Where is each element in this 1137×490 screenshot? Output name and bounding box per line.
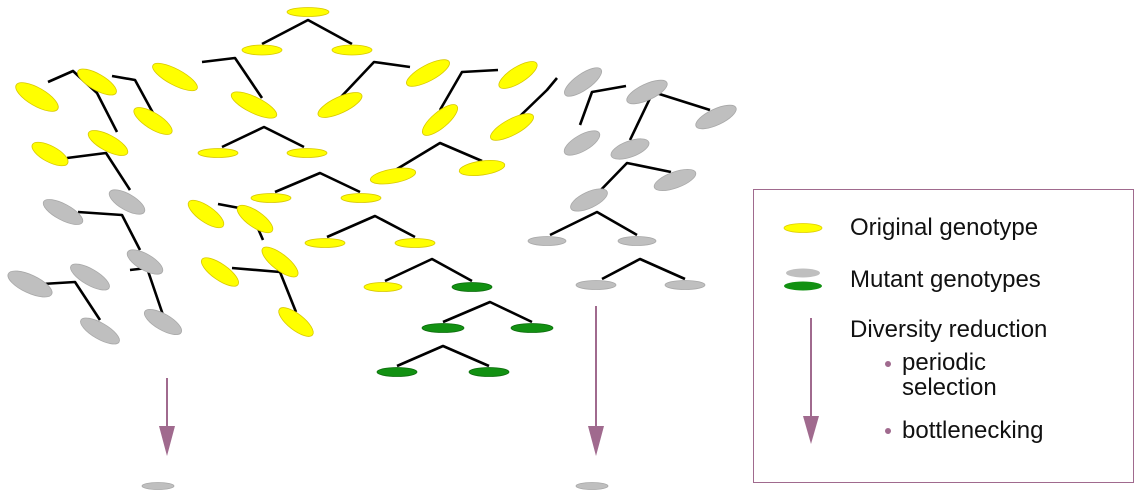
green-mutant-cell <box>510 323 554 333</box>
original-genotype-cell <box>201 257 239 287</box>
grey-mutant-cell <box>108 189 146 215</box>
grey-mutant-cell <box>653 168 697 192</box>
original-genotype-cell <box>197 148 239 158</box>
legend-mutant-label: Mutant genotypes <box>850 266 1041 293</box>
green-mutant-cell <box>421 323 465 333</box>
bullet-icon <box>885 428 891 434</box>
original-genotype-cell <box>261 246 299 278</box>
grey-mutant-cell <box>42 199 84 225</box>
original-genotype-cell <box>331 44 373 56</box>
original-genotype-cell <box>421 104 459 136</box>
original-genotype-cell <box>286 148 328 158</box>
original-genotype-cell <box>230 91 278 119</box>
grey-mutant-cell <box>610 138 650 160</box>
original-genotype-cell <box>286 7 330 17</box>
lineage-branch <box>129 266 165 316</box>
original-genotype-cell <box>31 141 69 167</box>
original-genotype-cell <box>458 159 506 177</box>
lineage-branch <box>396 141 483 171</box>
original-genotype-cell <box>77 68 117 96</box>
grey-mutant-cell <box>80 317 120 345</box>
grey-mutant-cell <box>70 263 110 291</box>
original-genotype-cell <box>304 238 346 248</box>
original-genotype-cell <box>241 44 283 56</box>
grey-mutant-cell <box>575 280 617 290</box>
grey-mutant-cell <box>664 280 706 290</box>
lineage-branch <box>517 77 558 119</box>
mechanism-periodic-selection: periodic selection <box>902 349 997 401</box>
yellow-cell-icon <box>783 223 823 233</box>
original-genotype-cell <box>317 92 363 118</box>
legend-box: Original genotype Mutant genotypes Diver… <box>753 189 1134 483</box>
lineage-branch <box>339 60 411 99</box>
lineage-branch <box>221 125 305 149</box>
lineage-branch <box>77 210 142 251</box>
mutant-cells-icon <box>784 268 822 291</box>
grey-mutant-cell <box>527 236 567 246</box>
grey-mutant-cell <box>564 67 602 97</box>
diversity-reduction-arrow <box>588 306 604 456</box>
grey-mutant-cell <box>626 79 668 105</box>
green-mutant-cell <box>376 367 418 377</box>
legend-item-original: Original genotype <box>782 214 1038 242</box>
lineage-branch <box>442 300 533 324</box>
lineage-branch <box>261 18 353 46</box>
lineage-branch <box>326 214 416 239</box>
green-mutant-cell <box>451 282 493 292</box>
original-genotype-cell <box>369 167 417 185</box>
lineage-branch <box>438 68 499 111</box>
original-genotype-cell <box>187 199 225 229</box>
mechanism-bottlenecking: bottlenecking <box>902 417 1044 444</box>
grey-mutant-cell <box>7 270 53 298</box>
original-genotype-cell <box>236 204 274 234</box>
original-genotype-cell <box>87 130 129 156</box>
lineage-branch <box>66 151 132 191</box>
down-arrow-icon <box>803 318 819 444</box>
lineage-branch <box>201 56 264 99</box>
grey-mutant-cell <box>126 249 164 275</box>
bullet-icon <box>885 361 891 367</box>
original-genotype-cell <box>152 62 198 92</box>
grey-mutant-cell <box>570 188 608 212</box>
lineage-branch <box>41 280 102 321</box>
lineage-branch <box>396 344 490 368</box>
lineage-branch <box>111 74 155 114</box>
legend-item-reduction: Diversity reduction <box>782 316 1047 446</box>
grey-mutant-cell <box>695 104 737 130</box>
legend-reduction-label: Diversity reduction <box>850 316 1048 343</box>
lineage-branch <box>601 257 686 281</box>
lineage-branch <box>594 161 672 197</box>
grey-mutant-cell <box>575 482 609 490</box>
original-genotype-cell <box>394 238 436 248</box>
original-genotype-cell <box>250 193 292 203</box>
original-genotype-cell <box>278 307 314 337</box>
original-genotype-cell <box>363 282 403 292</box>
original-genotype-cell <box>15 82 59 112</box>
grey-mutant-cell <box>143 309 183 335</box>
lineage-branch <box>384 257 473 283</box>
legend-original-label: Original genotype <box>850 214 1039 241</box>
lineage-branch <box>549 210 638 237</box>
grey-mutant-cell <box>141 482 175 490</box>
original-genotype-cell <box>490 113 534 141</box>
lineage-branch <box>274 171 361 194</box>
lineage-branch <box>578 84 627 126</box>
original-genotype-cell <box>133 107 173 135</box>
original-genotype-cell <box>498 61 538 89</box>
legend-item-mutant: Mutant genotypes <box>782 266 1041 294</box>
grey-mutant-cell <box>617 236 657 246</box>
green-mutant-cell <box>468 367 510 377</box>
original-genotype-cell <box>406 59 450 87</box>
original-genotype-cell <box>340 193 382 203</box>
diversity-reduction-arrow <box>159 378 175 456</box>
grey-mutant-cell <box>563 130 601 156</box>
